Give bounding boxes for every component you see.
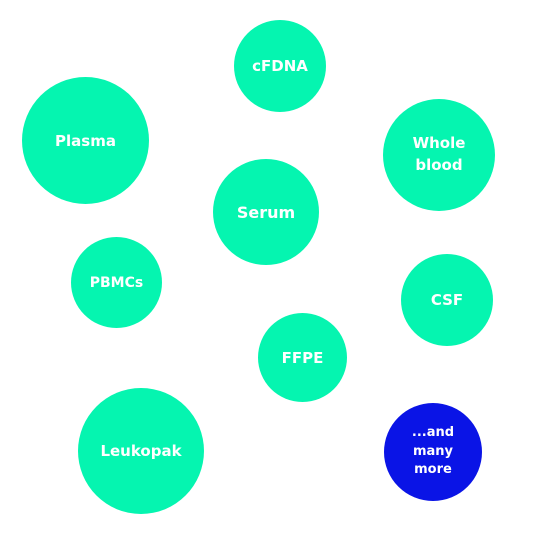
bubble-and-many-more: ...and many more <box>384 403 482 501</box>
bubble-whole-blood: Whole blood <box>383 99 495 211</box>
bubble-plasma: Plasma <box>22 77 149 204</box>
bubble-label: Leukopak <box>100 442 182 460</box>
bubble-serum: Serum <box>213 159 319 265</box>
bubble-label: Whole blood <box>412 134 466 174</box>
bubble-label: FFPE <box>281 348 324 367</box>
bubble-label: Plasma <box>55 131 116 150</box>
bubble-label: CSF <box>430 291 464 309</box>
bubble-ffpe: FFPE <box>258 313 347 402</box>
bubble-cfdna: cFDNA <box>234 20 326 112</box>
bubble-pbmcs: PBMCs <box>71 237 162 328</box>
bubble-label: Serum <box>236 202 296 222</box>
bubble-label: ...and many more <box>411 424 455 478</box>
bubble-label: cFDNA <box>252 57 308 75</box>
bubble-label: PBMCs <box>89 274 144 291</box>
bubble-leukopak: Leukopak <box>78 388 204 514</box>
bubble-csf: CSF <box>401 254 493 346</box>
